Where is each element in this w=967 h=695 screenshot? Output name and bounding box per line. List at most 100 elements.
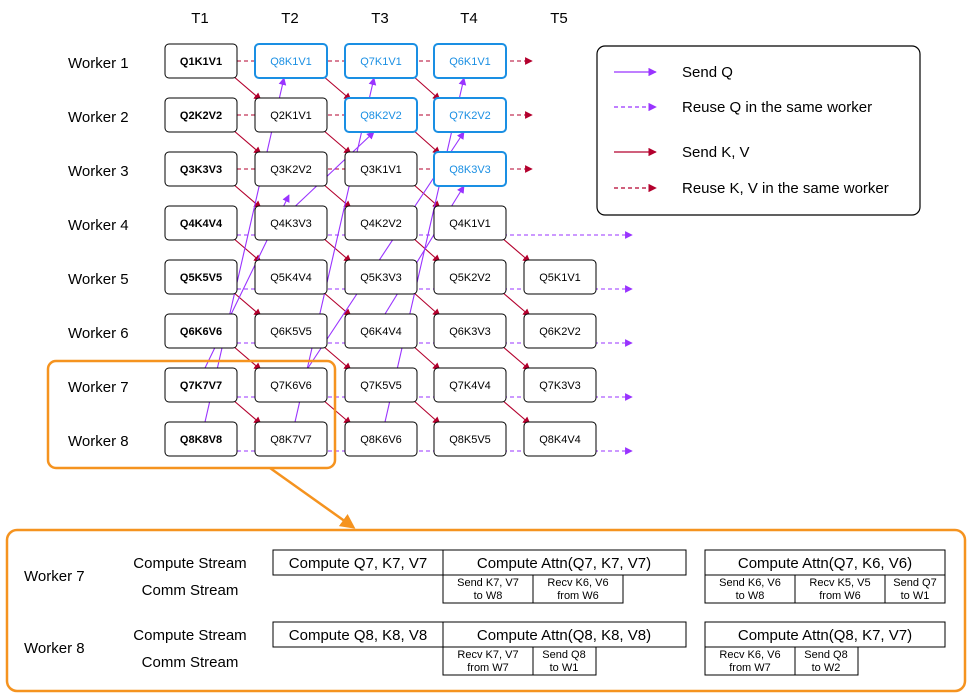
grid-cell: Q7K7V7 <box>164 367 238 403</box>
compute-stream-label: Compute Stream <box>133 627 246 644</box>
svg-text:to W2: to W2 <box>812 662 841 674</box>
grid-cell: Q4K1V1 <box>433 205 507 241</box>
compute-block: Compute Q8, K8, V8 <box>272 621 444 648</box>
svg-text:Send Q8: Send Q8 <box>804 649 847 661</box>
column-headers: T1 T2 T3 T4 T5 <box>191 10 568 27</box>
comm-stream-label: Comm Stream <box>142 582 239 599</box>
svg-text:from W6: from W6 <box>557 590 599 602</box>
flow-arrow <box>412 399 441 425</box>
grid-cell-label: Q8K7V7 <box>270 434 312 446</box>
grid-cell: Q8K1V1 <box>254 43 328 79</box>
svg-text:Send Q8: Send Q8 <box>542 649 585 661</box>
grid-cell-label: Q7K2V2 <box>449 110 491 122</box>
flow-arrow <box>501 237 531 263</box>
grid-cell: Q2K2V2 <box>164 97 238 133</box>
flow-arrow <box>232 75 262 101</box>
flow-arrow <box>501 399 531 425</box>
compute-block: Compute Q7, K7, V7 <box>272 549 444 576</box>
grid-cell-label: Q6K3V3 <box>449 326 491 338</box>
grid-cell-label: Q7K5V5 <box>360 380 402 392</box>
svg-text:Compute Attn(Q7, K6, V6): Compute Attn(Q7, K6, V6) <box>738 555 912 572</box>
grid-cell-label: Q4K2V2 <box>360 218 402 230</box>
svg-text:Compute Q8, K8, V8: Compute Q8, K8, V8 <box>289 627 427 644</box>
grid-cell: Q5K1V1 <box>523 259 597 295</box>
compute-block: Compute Attn(Q7, K6, V6) <box>704 549 946 576</box>
compute-block: Compute Attn(Q8, K8, V8) <box>442 621 687 648</box>
legend-frame <box>596 45 921 216</box>
worker-labels: Worker 1 Worker 2 Worker 3 Worker 4 Work… <box>68 55 129 450</box>
grid-cell-label: Q8K3V3 <box>449 164 491 176</box>
grid-cell: Q3K2V2 <box>254 151 328 187</box>
grid-cell-label: Q7K1V1 <box>360 56 402 68</box>
grid-cell: Q8K8V8 <box>164 421 238 457</box>
grid-cell: Q1K1V1 <box>164 43 238 79</box>
legend-send-q-label: Send Q <box>682 64 733 81</box>
grid-cell: Q4K2V2 <box>344 205 418 241</box>
svg-text:to W1: to W1 <box>550 662 579 674</box>
grid-cell: Q8K5V5 <box>433 421 507 457</box>
comm-block: Send Q8 to W1 <box>532 646 597 676</box>
grid-cell: Q5K3V3 <box>344 259 418 295</box>
svg-text:Send K7, V7: Send K7, V7 <box>457 577 519 589</box>
grid-cell-label: Q6K1V1 <box>449 56 491 68</box>
grid-cell-label: Q4K4V4 <box>180 218 223 230</box>
flow-arrow <box>412 183 441 209</box>
grid-cell-label: Q6K6V6 <box>180 326 222 338</box>
svg-text:Recv K5, V5: Recv K5, V5 <box>809 577 870 589</box>
svg-text:Send Q7: Send Q7 <box>893 577 936 589</box>
legend: Send Q Reuse Q in the same worker Send K… <box>596 45 921 216</box>
legend-reuse-kv-label: Reuse K, V in the same worker <box>682 180 889 197</box>
flow-arrow <box>294 77 377 423</box>
grid-cell: Q7K1V1 <box>344 43 418 79</box>
legend-send-kv-label: Send K, V <box>682 144 750 161</box>
compute-block: Compute Attn(Q7, K7, V7) <box>442 549 687 576</box>
svg-text:Compute Attn(Q8, K7, V7): Compute Attn(Q8, K7, V7) <box>738 627 912 644</box>
grid-cell: Q5K5V5 <box>164 259 238 295</box>
grid-cell: Q6K4V4 <box>344 313 418 349</box>
comm-block: Recv K6, V6 from W7 <box>704 646 796 676</box>
worker-label: Worker 3 <box>68 163 129 180</box>
grid-cell: Q6K5V5 <box>254 313 328 349</box>
grid-cell-label: Q2K1V1 <box>270 110 312 122</box>
grid-cell: Q8K4V4 <box>523 421 597 457</box>
svg-text:Recv K6, V6: Recv K6, V6 <box>719 649 780 661</box>
grid-cell: Q6K2V2 <box>523 313 597 349</box>
flow-arrow <box>204 77 287 423</box>
comm-block: Send Q8 to W2 <box>794 646 859 676</box>
comm-stream-label: Comm Stream <box>142 654 239 671</box>
grid-cell: Q6K6V6 <box>164 313 238 349</box>
flow-arrow <box>384 185 465 315</box>
comm-block: Recv K7, V7 from W7 <box>442 646 534 676</box>
flow-arrow <box>232 129 262 155</box>
detail-worker-label: Worker 8 <box>24 640 85 657</box>
grid-cell-label: Q8K1V1 <box>270 56 312 68</box>
flow-arrow <box>322 345 352 371</box>
grid-cell-label: Q5K2V2 <box>449 272 491 284</box>
svg-text:Compute Attn(Q7, K7, V7): Compute Attn(Q7, K7, V7) <box>477 555 651 572</box>
column-header: T5 <box>550 10 568 27</box>
comm-block: Send Q7 to W1 <box>884 574 946 604</box>
grid-cell: Q7K5V5 <box>344 367 418 403</box>
comm-block: Send K6, V6 to W8 <box>704 574 796 604</box>
grid-cell-label: Q5K4V4 <box>270 272 312 284</box>
grid-cell-label: Q5K5V5 <box>180 272 222 284</box>
flow-arrow <box>232 345 262 371</box>
flow-arrow <box>322 237 352 263</box>
column-header: T2 <box>281 10 299 27</box>
flow-arrow <box>322 291 352 317</box>
grid-cell: Q8K2V2 <box>344 97 418 133</box>
worker-label: Worker 5 <box>68 271 129 288</box>
comm-block: Recv K6, V6 from W6 <box>532 574 624 604</box>
grid-cell: Q3K1V1 <box>344 151 418 187</box>
grid-cell: Q4K3V3 <box>254 205 328 241</box>
grid-cell-label: Q7K7V7 <box>180 380 222 392</box>
flow-arrow <box>232 399 262 425</box>
grid-cell-label: Q5K1V1 <box>539 272 581 284</box>
svg-text:Compute Attn(Q8, K8, V8): Compute Attn(Q8, K8, V8) <box>477 627 651 644</box>
grid-cell-label: Q4K3V3 <box>270 218 312 230</box>
legend-reuse-q-label: Reuse Q in the same worker <box>682 99 872 116</box>
worker-label: Worker 2 <box>68 109 129 126</box>
svg-text:to W8: to W8 <box>736 590 765 602</box>
flow-arrow <box>501 291 531 317</box>
